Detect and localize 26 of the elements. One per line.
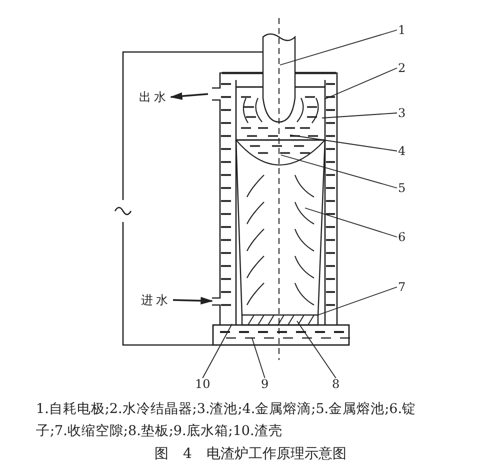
flow-label: 出水	[139, 90, 169, 104]
legend-text: 1.自耗电极;2.水冷结晶器;3.渣池;4.金属熔滴;5.金属熔池;6.锭子;7.收缩空隙;8.垫板;9.底水箱;10.渣壳	[36, 400, 418, 441]
leader-line	[296, 320, 336, 378]
leader-line	[202, 324, 232, 378]
callout-number: 10	[195, 377, 210, 391]
leader-line	[318, 286, 398, 316]
leader-line	[280, 154, 398, 188]
callout-number: 2	[398, 61, 406, 75]
leader-line	[252, 338, 266, 378]
figure-caption: 图 4 电渣炉工作原理示意图	[154, 446, 346, 462]
callout-number: 6	[398, 230, 406, 244]
callout-number: 8	[332, 377, 340, 391]
callout-number: 3	[398, 106, 406, 120]
callout-number: 1	[398, 23, 406, 37]
callout-number: 9	[261, 377, 269, 391]
leader-line	[290, 134, 398, 152]
leader-line	[304, 208, 398, 238]
leader-line	[280, 30, 398, 66]
callout-number: 5	[398, 181, 406, 195]
arrow	[172, 296, 214, 304]
flow-label: 进水	[141, 293, 171, 307]
callout-number: 7	[398, 280, 406, 294]
leader-line	[322, 112, 398, 118]
leader-line	[324, 68, 398, 100]
callout-number: 4	[398, 144, 406, 158]
arrow	[170, 92, 208, 100]
